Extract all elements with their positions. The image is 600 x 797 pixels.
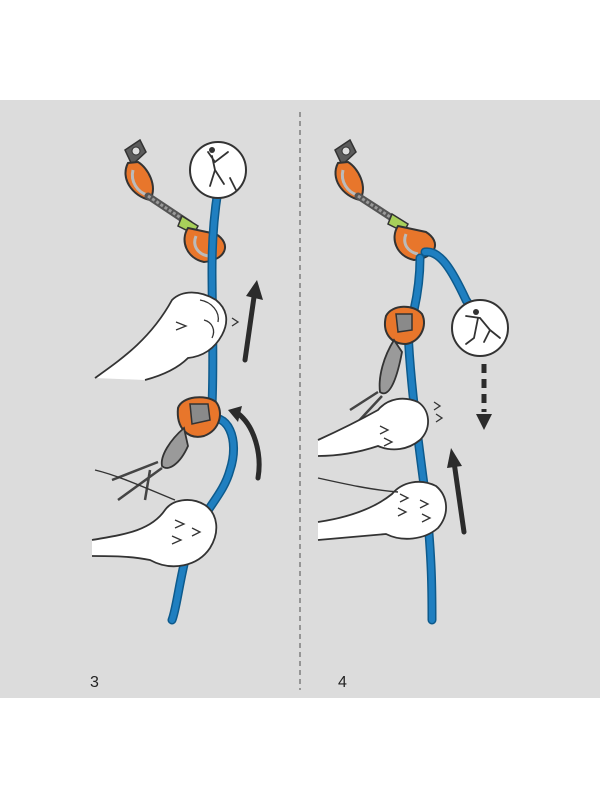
belay-device-3 xyxy=(176,396,221,438)
harness-3 xyxy=(111,460,163,502)
upper-brake-hand-4 xyxy=(317,397,444,457)
panel-4 xyxy=(317,138,509,625)
bolt-hanger-4 xyxy=(334,138,357,167)
belay-device-4 xyxy=(384,305,425,346)
pull-up-arrow-3 xyxy=(242,280,263,363)
brake-hand-3 xyxy=(91,469,218,568)
step-3-label: 3 xyxy=(90,674,99,691)
locking-carabiner-4 xyxy=(378,338,403,395)
climber-falling-icon xyxy=(189,141,247,199)
bottom-carabiner-3 xyxy=(183,226,227,264)
guiding-hand-3 xyxy=(94,291,240,381)
lower-brake-hand-4 xyxy=(317,477,447,541)
pull-up-arrow-4 xyxy=(447,448,467,535)
panel-3 xyxy=(91,138,263,625)
bolt-hanger-3 xyxy=(124,138,147,167)
step-4-label: 4 xyxy=(338,674,347,691)
lower-dashed-arrow-4 xyxy=(476,364,492,430)
feed-arrow-3 xyxy=(228,406,262,481)
climber-lowering-icon xyxy=(451,299,509,357)
top-carabiner-3 xyxy=(124,160,154,202)
locking-carabiner-3 xyxy=(160,426,189,469)
